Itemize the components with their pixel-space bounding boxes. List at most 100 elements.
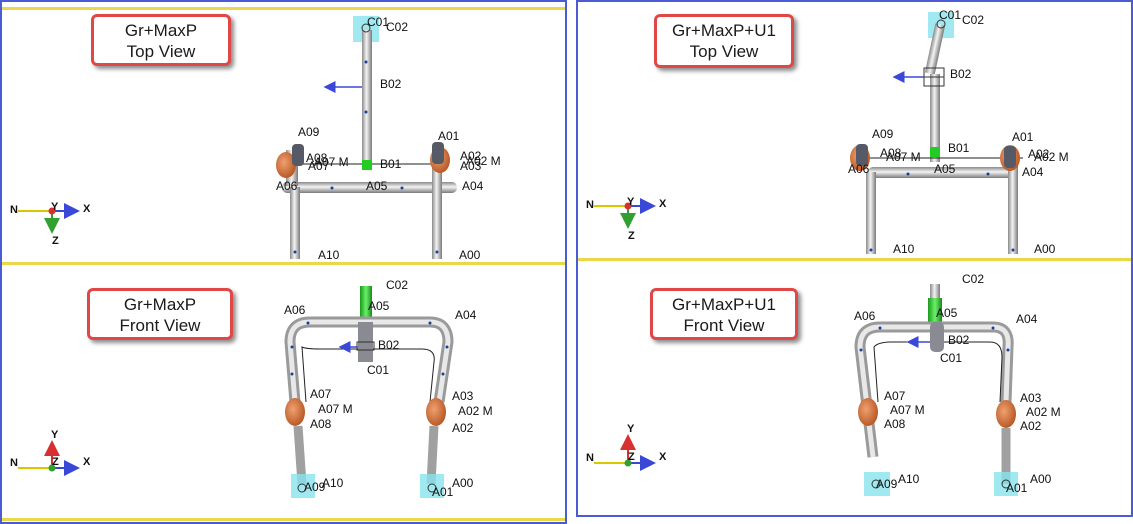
axis-label-x-front: X: [659, 451, 667, 463]
pipe-a10-leg: [290, 187, 300, 259]
title-line-2: Top View: [689, 42, 759, 61]
label-a08: A08: [880, 146, 902, 160]
axis-label-z-front: Z: [628, 451, 635, 463]
title-box-top-view: Gr+MaxP Top View: [91, 14, 231, 66]
label-a00-front: A00: [1030, 472, 1052, 486]
title-line-1: Gr+MaxP+U1: [672, 21, 776, 40]
label-a00: A00: [459, 248, 481, 262]
label-c02: C02: [962, 13, 984, 27]
axis-label-y-front: Y: [51, 429, 59, 441]
valve-actuator-a07: [856, 144, 868, 166]
label-a01-front: A01: [1006, 481, 1028, 495]
right-comparison-panel: C01 C02 B02 A09 A08 A07 M B01 A06 A05 A0…: [576, 0, 1133, 517]
node-marker-b01: [930, 147, 940, 157]
right-panel-canvas[interactable]: C01 C02 B02 A09 A08 A07 M B01 A06 A05 A0…: [578, 2, 1133, 517]
middle-divider: [578, 258, 1131, 261]
pipe-a00-leg: [432, 152, 442, 259]
label-a00-front: A00: [452, 476, 474, 490]
label-c01: C01: [939, 8, 961, 22]
anchor-highlight-a01: [420, 474, 444, 498]
front-view-axis-triad: Y N Z X: [586, 423, 667, 471]
label-c02-front: C02: [962, 272, 984, 286]
axis-label-x: X: [659, 198, 667, 210]
label-a07m-front: A07 M: [890, 403, 925, 417]
label-a05: A05: [366, 179, 388, 193]
label-a02m: A02 M: [466, 154, 501, 168]
valve-actuator-a02: [432, 142, 444, 164]
top-view-node-labels: C01 C02 B02 A09 A08 A07 M B01 A06 A05 A0…: [848, 8, 1069, 256]
label-a09-front: A09: [304, 480, 326, 494]
axis-label-n: N: [10, 204, 18, 216]
label-a10: A10: [318, 248, 340, 262]
valve-a07: [276, 152, 296, 178]
label-a02-front: A02: [452, 421, 474, 435]
axis-label-x-front: X: [83, 456, 91, 468]
label-c01: C01: [367, 15, 389, 29]
label-b01: B01: [948, 141, 970, 155]
label-a02m-front: A02 M: [1026, 405, 1061, 419]
top-view-piping-model[interactable]: [850, 12, 1023, 254]
label-a01: A01: [438, 129, 460, 143]
label-a08-front: A08: [884, 417, 906, 431]
pipe-a10-leg: [866, 172, 876, 254]
axis-label-y: Y: [51, 201, 59, 213]
label-c02: C02: [386, 20, 408, 34]
valve-a07-front: [858, 398, 878, 426]
label-a03: A03: [460, 159, 482, 173]
front-view-piping-model[interactable]: [854, 284, 1018, 496]
label-a05: A05: [934, 162, 956, 176]
label-a02-front: A02: [1020, 419, 1042, 433]
label-a07-front: A07: [310, 387, 332, 401]
top-view-piping-model[interactable]: [276, 16, 457, 259]
label-a06-front: A06: [284, 303, 306, 317]
title-line-2: Front View: [683, 316, 765, 335]
valve-a07-front: [285, 398, 305, 426]
label-a09: A09: [872, 127, 894, 141]
title-line-1: Gr+MaxP+U1: [672, 295, 776, 314]
label-a07m: A07 M: [886, 150, 921, 164]
label-a02m: A02 M: [1034, 150, 1069, 164]
label-a05-front: A05: [936, 306, 958, 320]
label-a02: A02: [1028, 147, 1050, 161]
axis-label-y-front: Y: [627, 423, 635, 435]
title-line-2: Top View: [126, 42, 196, 61]
front-view-axis-triad: Y N Z X: [10, 429, 91, 476]
bottom-divider: [2, 518, 565, 521]
left-panel-canvas[interactable]: C01 C02 B02 A09 A08 A07 M A07 B01 A06 A0…: [2, 2, 567, 524]
label-a08-front: A08: [310, 417, 332, 431]
top-view-axis-triad: N Y X Z: [586, 196, 667, 242]
valve-a02-front: [426, 398, 446, 426]
axis-label-n-front: N: [586, 452, 594, 464]
guide-b02: [930, 322, 944, 352]
label-a06-front: A06: [854, 309, 876, 323]
pipe-c02-b02: [924, 23, 946, 75]
label-c01-front: C01: [367, 363, 389, 377]
top-divider: [2, 7, 565, 10]
title-line-1: Gr+MaxP: [123, 295, 197, 314]
left-comparison-panel: C01 C02 B02 A09 A08 A07 M A07 B01 A06 A0…: [0, 0, 567, 524]
front-view-node-labels: C02 A05 A06 A04 B02 C01 A07 A07 M A08 A0…: [854, 272, 1061, 495]
valve-actuator-a07: [292, 144, 304, 166]
label-a10: A10: [893, 242, 915, 256]
label-b02: B02: [380, 77, 402, 91]
axis-label-z: Z: [628, 230, 635, 242]
label-a05-front: A05: [368, 299, 390, 313]
label-b02-front: B02: [378, 338, 400, 352]
label-a07: A07: [308, 159, 330, 173]
label-a00: A00: [1034, 242, 1056, 256]
front-view-node-labels: C02 A05 A06 A04 B02 C01 A07 A07 M A08 A0…: [284, 278, 493, 499]
label-a04-front: A04: [1016, 312, 1038, 326]
top-view-node-labels: C01 C02 B02 A09 A08 A07 M A07 B01 A06 A0…: [276, 15, 501, 262]
label-a01-front: A01: [432, 485, 454, 499]
label-a08: A08: [306, 151, 328, 165]
label-a10-front: A10: [898, 472, 920, 486]
label-a10-front: A10: [322, 476, 344, 490]
anchor-symbol-c01: [361, 23, 371, 33]
label-b01: B01: [380, 157, 402, 171]
valve-a02-front: [996, 400, 1016, 428]
label-a04: A04: [462, 179, 484, 193]
title-box-top-view: Gr+MaxP+U1 Top View: [654, 14, 794, 68]
front-view-piping-model[interactable]: [284, 286, 454, 498]
label-c01-front: C01: [940, 351, 962, 365]
axis-label-y: Y: [627, 196, 635, 208]
